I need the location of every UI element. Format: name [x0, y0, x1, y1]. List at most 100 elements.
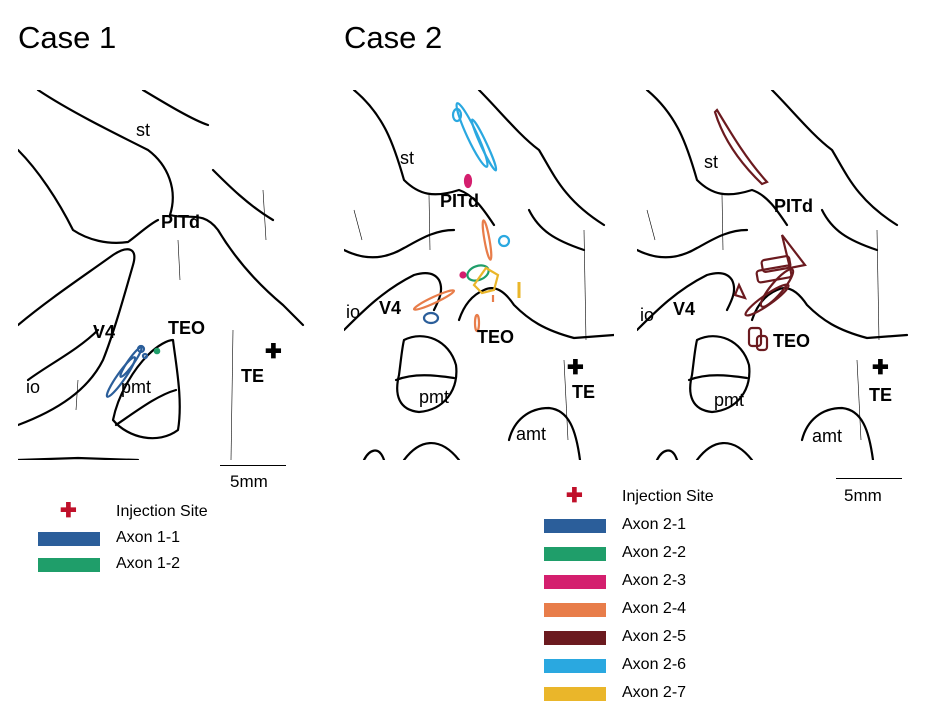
- legend-label: Axon 2-6: [622, 656, 687, 673]
- label-v4: V4: [93, 322, 115, 342]
- label-amt: amt: [812, 426, 842, 446]
- axon-2-4-trace: [473, 313, 481, 333]
- axon-1-1-trace: [119, 346, 143, 378]
- sulcus-line: [637, 228, 749, 259]
- injection-site-marker: ✚: [567, 357, 584, 379]
- sulcus-line: [645, 90, 789, 227]
- injection-site-marker: ✚: [872, 357, 889, 379]
- legend-label: Axon 2-5: [622, 628, 687, 645]
- label-v4: V4: [673, 299, 695, 319]
- sulcus-line: [141, 90, 210, 127]
- legend-swatch: [544, 519, 606, 533]
- case-1-title: Case 1: [18, 20, 117, 55]
- label-te: TE: [572, 382, 595, 402]
- sulcus-line: [820, 208, 879, 252]
- legend-label: Axon 2-1: [622, 516, 687, 533]
- legend-case-2: ✚ Injection Site Axon 2-1 Axon 2-2 Axon …: [544, 486, 804, 718]
- axon-2-1-trace: [422, 311, 440, 325]
- sulcus-line: [477, 90, 606, 227]
- label-amt: amt: [516, 424, 546, 444]
- case-2-map-b: ✚ st PITd V4 TEO TE io pmt amt: [637, 90, 909, 460]
- legend-swatch: [544, 547, 606, 561]
- sulcus-line: [770, 90, 899, 227]
- legend-swatch: [544, 631, 606, 645]
- axon-2-4-trace: [481, 219, 493, 261]
- label-pitd: PITd: [161, 212, 200, 232]
- sulcus-line: [394, 374, 456, 382]
- legend-swatch: [544, 603, 606, 617]
- sulcus-line: [457, 287, 614, 340]
- sulcus-line: [637, 272, 736, 332]
- legend-swatch: [544, 659, 606, 673]
- axon-2-4-trace: [412, 289, 456, 311]
- scale-bar-label: 5mm: [230, 472, 268, 491]
- label-v4: V4: [379, 298, 401, 318]
- label-teo: TEO: [477, 327, 514, 347]
- axon-2-3-trace: [463, 173, 473, 189]
- axon-1-1-trace: [136, 344, 146, 354]
- legend-item: Axon 2-2: [544, 544, 804, 566]
- sulcus-line: [402, 442, 461, 460]
- axon-1-2-trace: [153, 347, 161, 355]
- axon-2-6-trace: [497, 234, 511, 248]
- sulcus-line: [352, 90, 496, 227]
- axon-2-3-trace: [459, 271, 467, 279]
- legend-item: Axon 2-5: [544, 628, 804, 650]
- axon-1-1-trace: [105, 356, 137, 398]
- legend-item: Axon 2-4: [544, 600, 804, 622]
- case-2-map-a: ✚ st PITd V4 TEO TE io pmt amt: [344, 90, 614, 460]
- label-io: io: [26, 377, 40, 397]
- axon-2-6-trace: [451, 107, 463, 123]
- legend-injection-row: ✚ Injection Site: [544, 486, 804, 510]
- sulcus-line: [687, 374, 749, 382]
- legend-swatch: [544, 687, 606, 701]
- label-te: TE: [869, 385, 892, 405]
- sulcus-line: [18, 456, 140, 460]
- sulcus-line: [800, 406, 875, 460]
- sulcus-line: [36, 90, 305, 327]
- legend-label: Axon 2-3: [622, 572, 687, 589]
- sulcus-line: [689, 335, 751, 414]
- label-st: st: [136, 120, 150, 140]
- case-1-map: ✚ st PITd V4 TEO TE io pmt: [18, 90, 305, 460]
- label-pmt: pmt: [714, 390, 744, 410]
- scale-bar-label: 5mm: [844, 486, 882, 505]
- sulcus-line: [114, 388, 178, 427]
- axon-2-7-trace: [472, 266, 500, 295]
- injection-site-marker: ✚: [265, 341, 282, 363]
- legend-injection-row: ✚ Injection Site: [38, 500, 298, 525]
- sulcus-line: [655, 449, 679, 460]
- case-2-title: Case 2: [344, 20, 443, 55]
- legend-label: Axon 1-2: [116, 555, 181, 572]
- label-io: io: [640, 305, 654, 325]
- sulcus-line: [211, 168, 275, 222]
- legend-item: Axon 2-3: [544, 572, 804, 594]
- legend-case-1: ✚ Injection Site Axon 1-1 Axon 1-2: [38, 500, 298, 578]
- sulcus-line: [26, 328, 100, 382]
- label-pitd: PITd: [440, 191, 479, 211]
- legend-swatch: [38, 532, 100, 546]
- axon-2-6-trace: [455, 102, 489, 168]
- label-te: TE: [241, 366, 264, 386]
- sulcus-line: [18, 248, 136, 427]
- legend-item: Axon 2-7: [544, 684, 804, 706]
- legend-item: Axon 1-2: [38, 555, 298, 577]
- label-pmt: pmt: [121, 377, 151, 397]
- legend-item: Axon 1-1: [38, 529, 298, 551]
- label-st: st: [400, 148, 414, 168]
- label-teo: TEO: [773, 331, 810, 351]
- label-pitd: PITd: [774, 196, 813, 216]
- sulcus-line: [527, 208, 586, 252]
- sulcus-line: [507, 406, 582, 460]
- sulcus-line: [18, 148, 160, 244]
- sulcus-line: [362, 449, 386, 460]
- legend-label: Axon 1-1: [116, 529, 181, 546]
- injection-site-icon: ✚: [60, 500, 77, 522]
- axon-2-6-trace: [470, 118, 498, 172]
- label-pmt: pmt: [419, 387, 449, 407]
- legend-swatch: [544, 575, 606, 589]
- label-teo: TEO: [168, 318, 205, 338]
- legend-swatch: [38, 558, 100, 572]
- sulcus-line: [695, 442, 754, 460]
